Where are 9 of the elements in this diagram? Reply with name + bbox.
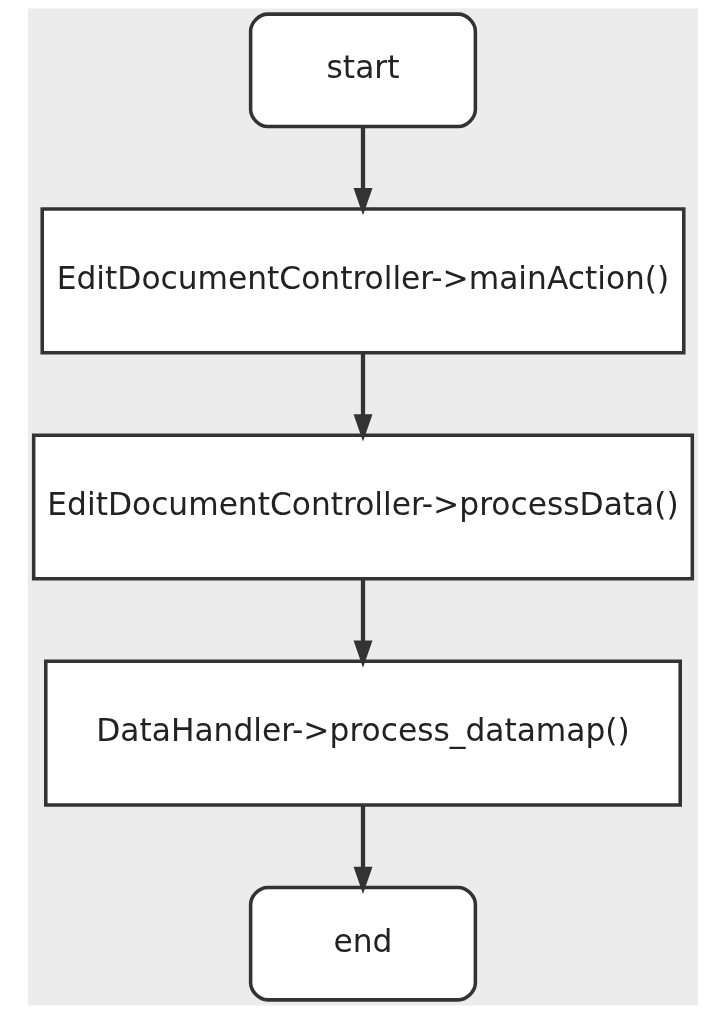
arrow: [353, 126, 373, 216]
node-box: EditDocumentController->processData(): [31, 433, 695, 581]
node-box: EditDocumentController->mainAction(): [40, 207, 686, 355]
node-box: start: [248, 12, 478, 129]
arrow: [353, 805, 373, 894]
arrow: [353, 352, 373, 442]
node-box: end: [248, 885, 478, 1002]
arrow: [353, 579, 373, 668]
node-box: DataHandler->process_datamap(): [44, 659, 682, 807]
